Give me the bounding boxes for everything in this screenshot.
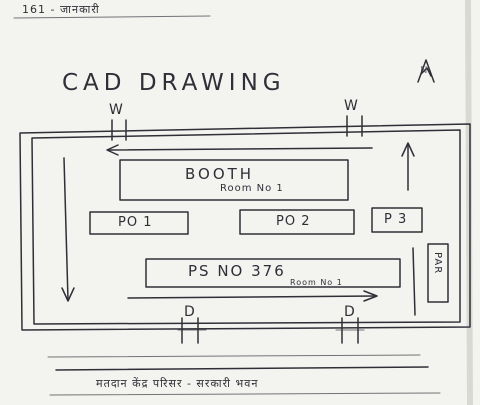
ps-label: PS NO 376 (188, 262, 286, 280)
footer-line-1 (47, 354, 421, 358)
bottom-note: मतदान केंद्र परिसर - सरकारी भवन (96, 377, 259, 390)
door-label-right: D (344, 304, 356, 320)
flow-arrow-top-left (106, 144, 373, 156)
ps-room-label: Room No 1 (290, 278, 343, 287)
inner-wall (31, 129, 461, 325)
footer-line-2 (55, 366, 429, 371)
window-symbol-right (346, 115, 363, 137)
window-label-left: W (109, 102, 124, 118)
flow-arrow-up-right (401, 142, 415, 191)
door-label-left: D (184, 304, 196, 320)
door-symbol-left (177, 317, 207, 344)
window-label-right: W (344, 98, 359, 114)
booth-box (119, 159, 349, 201)
po2-label: PO 2 (276, 214, 311, 229)
booth-room-label: Room No 1 (220, 183, 284, 194)
p3-table (371, 207, 423, 233)
side-box-label: PAR (432, 252, 443, 275)
north-mark: N (420, 65, 429, 76)
ps-table (145, 258, 401, 288)
drawing-title: CAD DRAWING (62, 70, 286, 96)
paper-fold (465, 0, 473, 405)
flow-arrow-down-left (61, 157, 75, 302)
p3-label: P 3 (384, 212, 408, 227)
top-note-underline (13, 15, 211, 19)
booth-label: BOOTH (185, 165, 255, 183)
outer-wall (19, 123, 471, 331)
flow-arrow-bottom-right (127, 290, 378, 302)
po1-label: PO 1 (118, 215, 153, 230)
flow-arrow-down-right (412, 247, 416, 316)
top-note: 161 - जानकारी (22, 3, 100, 16)
door-symbol-right (335, 317, 365, 344)
footer-line-3 (49, 392, 441, 396)
side-box (427, 243, 449, 303)
po2-table (239, 209, 355, 235)
po1-table (89, 211, 189, 235)
window-symbol-left (111, 119, 127, 141)
north-arrow-icon (417, 59, 435, 83)
